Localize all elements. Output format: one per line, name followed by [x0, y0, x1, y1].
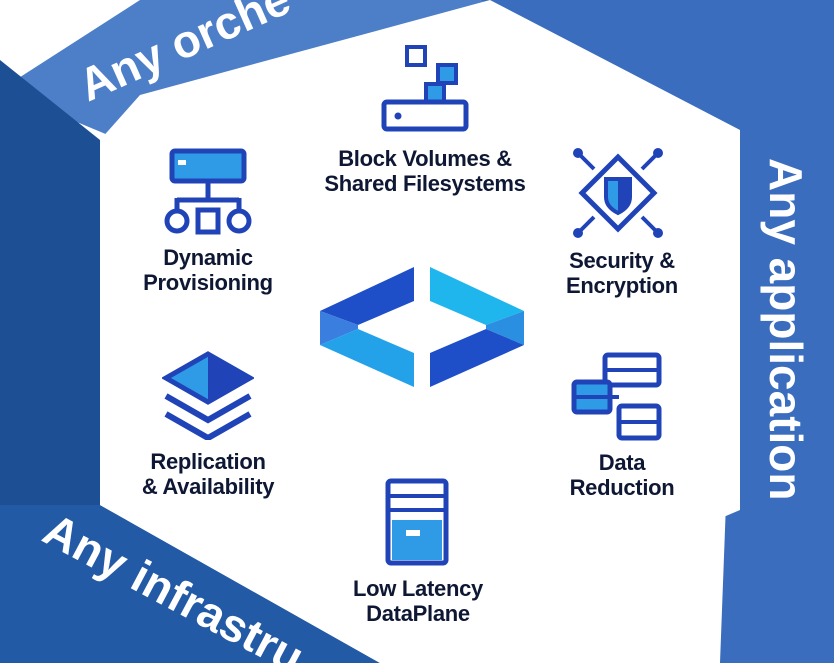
band-left	[0, 60, 100, 505]
band-label-right: Any application	[760, 158, 812, 500]
network-tree-icon	[164, 148, 252, 235]
shield-chip-icon	[573, 148, 663, 238]
feature-replication-availability: Replication & Availability	[118, 449, 298, 499]
feature-block-line1: Block Volumes &	[338, 146, 512, 171]
feature-latency-line2: DataPlane	[366, 601, 470, 626]
block-storage-icon	[381, 45, 469, 132]
feature-dynamic-line2: Provisioning	[143, 270, 273, 295]
feature-security-encryption: Security & Encryption	[540, 248, 704, 298]
feature-security-line1: Security &	[569, 248, 675, 273]
layers-icon	[162, 351, 254, 440]
feature-block-line2: Shared Filesystems	[324, 171, 526, 196]
band-bottom-left	[0, 505, 380, 663]
feature-low-latency: Low Latency DataPlane	[318, 576, 518, 626]
feature-data-reduction: Data Reduction	[540, 450, 704, 500]
feature-dynamic-line1: Dynamic	[163, 245, 253, 270]
feature-latency-line1: Low Latency	[353, 576, 483, 601]
band-right	[480, 0, 834, 663]
feature-dynamic-provisioning: Dynamic Provisioning	[118, 245, 298, 295]
feature-block-volumes: Block Volumes & Shared Filesystems	[300, 146, 550, 196]
feature-replication-line1: Replication	[150, 449, 266, 474]
inner-hexagon	[100, 0, 740, 663]
feature-security-line2: Encryption	[566, 273, 678, 298]
server-tower-icon	[385, 478, 449, 566]
feature-replication-line2: & Availability	[141, 474, 275, 499]
brackets-logo-icon	[320, 267, 524, 387]
feature-reduction-line2: Reduction	[569, 475, 675, 500]
database-tables-icon	[571, 352, 662, 441]
feature-reduction-line1: Data	[598, 450, 646, 475]
